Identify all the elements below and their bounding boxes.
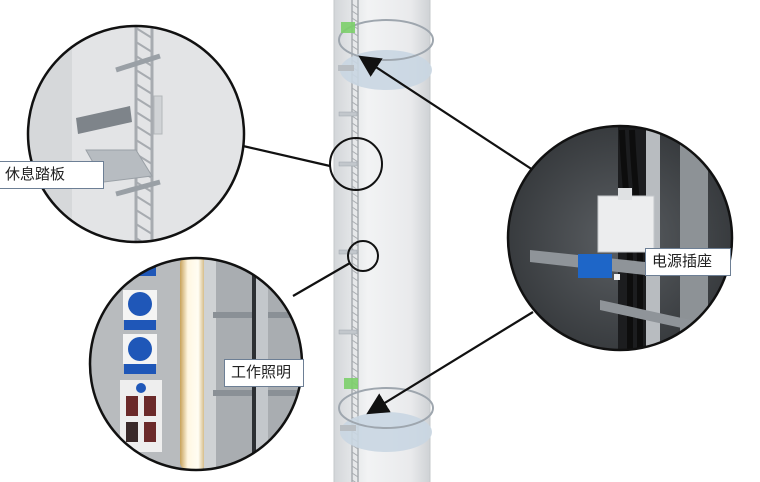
ladder-rung xyxy=(135,209,153,221)
ladder-rung xyxy=(351,38,359,44)
ladder-rung xyxy=(135,139,153,151)
ladder-rung xyxy=(351,227,359,233)
ladder-rung xyxy=(351,192,359,198)
power-socket-callout xyxy=(506,124,734,352)
ladder-rung xyxy=(351,353,359,359)
ladder-rung xyxy=(351,220,359,226)
ladder-rung xyxy=(351,297,359,303)
ladder-rung xyxy=(351,276,359,282)
ladder-rung xyxy=(135,97,153,109)
ladder-rung xyxy=(351,94,359,100)
ladder-rung xyxy=(351,339,359,345)
socket-blue-cap xyxy=(578,254,612,278)
ladder-rung xyxy=(351,178,359,184)
helmet-sign-icon xyxy=(128,337,152,361)
ladder-rung xyxy=(351,213,359,219)
ladder-rung xyxy=(351,255,359,261)
label-power-socket: 电源插座 xyxy=(645,248,731,276)
ladder-rung xyxy=(351,17,359,23)
callout-lines xyxy=(242,55,534,415)
ladder-rung xyxy=(351,283,359,289)
ladder-rung xyxy=(351,122,359,128)
ladder-rung xyxy=(351,367,359,373)
ladder-rung xyxy=(351,101,359,107)
ladder-rung xyxy=(135,195,153,207)
ladder-rung xyxy=(351,199,359,205)
ladder-rung xyxy=(351,318,359,324)
ladder-rung xyxy=(351,458,359,464)
ladder-rung xyxy=(351,465,359,471)
lower-platform xyxy=(338,378,434,452)
green-box xyxy=(344,378,358,389)
rest-platform-callout xyxy=(26,24,246,244)
ladder-rung xyxy=(351,402,359,408)
ladder-rung xyxy=(351,206,359,212)
ladder-rung xyxy=(351,304,359,310)
ladder-rung xyxy=(351,269,359,275)
ladder-rung xyxy=(135,41,153,53)
ladder-rung xyxy=(135,223,153,235)
ladder-rung xyxy=(351,409,359,415)
ladder-rung xyxy=(351,45,359,51)
ladder-rung xyxy=(135,111,153,123)
ladder-rung xyxy=(351,451,359,457)
ladder-rung xyxy=(351,325,359,331)
ladder-rung xyxy=(351,171,359,177)
zoom-marker-rest xyxy=(329,137,383,191)
harness-sign-icon xyxy=(128,292,152,316)
ladder-rung xyxy=(135,27,153,39)
ladder-rung xyxy=(135,237,153,242)
ladder-rung xyxy=(351,10,359,16)
ladder-rung xyxy=(351,479,356,482)
ladder-rung xyxy=(351,150,359,156)
ladder-rung xyxy=(351,346,359,352)
label-rest-platform: 休息踏板 xyxy=(0,161,104,189)
ladder-rung xyxy=(351,472,359,478)
info-sign-icon xyxy=(136,383,146,393)
ladder-rung xyxy=(135,125,153,137)
zoom-marker-light xyxy=(347,240,379,272)
ladder-rung xyxy=(351,87,359,93)
ladder-rung xyxy=(351,143,359,149)
green-box xyxy=(341,22,355,33)
ladder-rung xyxy=(351,262,359,268)
ladder-rung xyxy=(351,157,359,163)
ladder-rung xyxy=(351,290,359,296)
ladder-rung xyxy=(351,115,359,121)
ladder-rung xyxy=(351,395,359,401)
ladder-rung xyxy=(351,3,359,9)
ladder-rung xyxy=(135,83,153,95)
ladder-rung xyxy=(351,129,359,135)
label-work-lighting: 工作照明 xyxy=(224,359,304,387)
ladder-rung xyxy=(351,311,359,317)
ladder-rung xyxy=(351,360,359,366)
ladder-rung xyxy=(351,234,359,240)
ladder-rung xyxy=(135,69,153,81)
